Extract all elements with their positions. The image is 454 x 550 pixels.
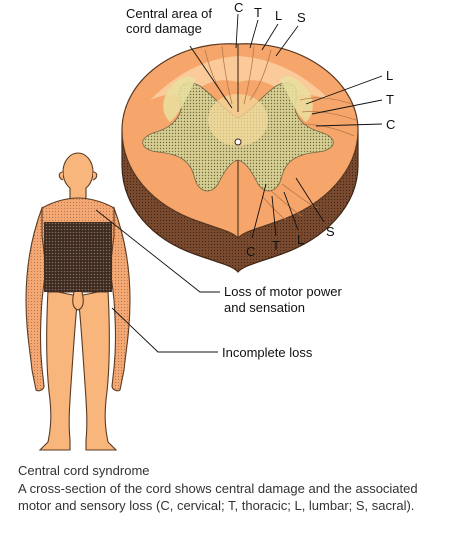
lateral-tract-lines: [261, 97, 357, 221]
leader-top-t: [249, 19, 259, 49]
central-damage-area: [208, 94, 268, 146]
label-central-area-2: cord damage: [126, 21, 202, 36]
central-canal: [234, 138, 242, 146]
label-right-l: L: [386, 68, 393, 83]
label-right-c: C: [386, 117, 395, 132]
leader-central-area: [189, 45, 233, 109]
label-top-l: L: [275, 8, 282, 23]
leader-motor-loss: [95, 209, 220, 293]
label-incomplete-loss: Incomplete loss: [222, 345, 313, 360]
leader-bottom-l: [283, 191, 299, 231]
label-top-t: T: [254, 5, 262, 20]
leader-right-t: [311, 99, 383, 115]
leader-incomplete: [111, 307, 218, 353]
label-top-s: S: [297, 10, 306, 25]
dorsal-column-lines: [204, 45, 272, 105]
motor-loss-region: [44, 222, 112, 292]
leader-right-l: [305, 75, 383, 105]
label-bottom-t: T: [272, 238, 280, 253]
leader-bottom-s: [295, 177, 325, 223]
groin-outline: [72, 291, 84, 311]
labels: Central area of cord damage C T L S L T …: [126, 0, 395, 360]
left-leg: [38, 289, 79, 451]
ear-right: [92, 171, 98, 181]
label-motor-loss-1: Loss of motor power: [224, 284, 342, 299]
leader-top-l: [261, 23, 279, 51]
lateral-tract-left: [163, 76, 196, 122]
spinal-cord-section: [121, 43, 359, 273]
leader-lines: [95, 13, 383, 353]
central-cord-diagram: Central area of cord damage C T L S L T …: [25, 0, 395, 451]
figure-caption: Central cord syndrome A cross-section of…: [18, 462, 448, 514]
label-motor-loss-2: and sensation: [224, 300, 305, 315]
human-figure: [25, 152, 131, 451]
leader-top-c: [235, 13, 239, 49]
leader-bottom-t: [271, 195, 277, 237]
caption-title: Central cord syndrome: [18, 463, 150, 478]
right-leg: [77, 289, 118, 451]
label-right-t: T: [386, 92, 394, 107]
label-bottom-c: C: [246, 244, 255, 259]
caption-body: A cross-section of the cord shows centra…: [18, 481, 418, 513]
lateral-tract-right: [280, 76, 313, 122]
label-bottom-s: S: [326, 224, 335, 239]
label-central-area-1: Central area of: [126, 6, 212, 21]
label-bottom-l: L: [297, 232, 304, 247]
head: [62, 152, 94, 192]
ear-left: [58, 171, 64, 181]
leader-top-s: [275, 25, 299, 57]
leader-bottom-c: [251, 183, 267, 239]
label-top-c: C: [234, 0, 243, 15]
leader-right-c: [315, 123, 383, 127]
